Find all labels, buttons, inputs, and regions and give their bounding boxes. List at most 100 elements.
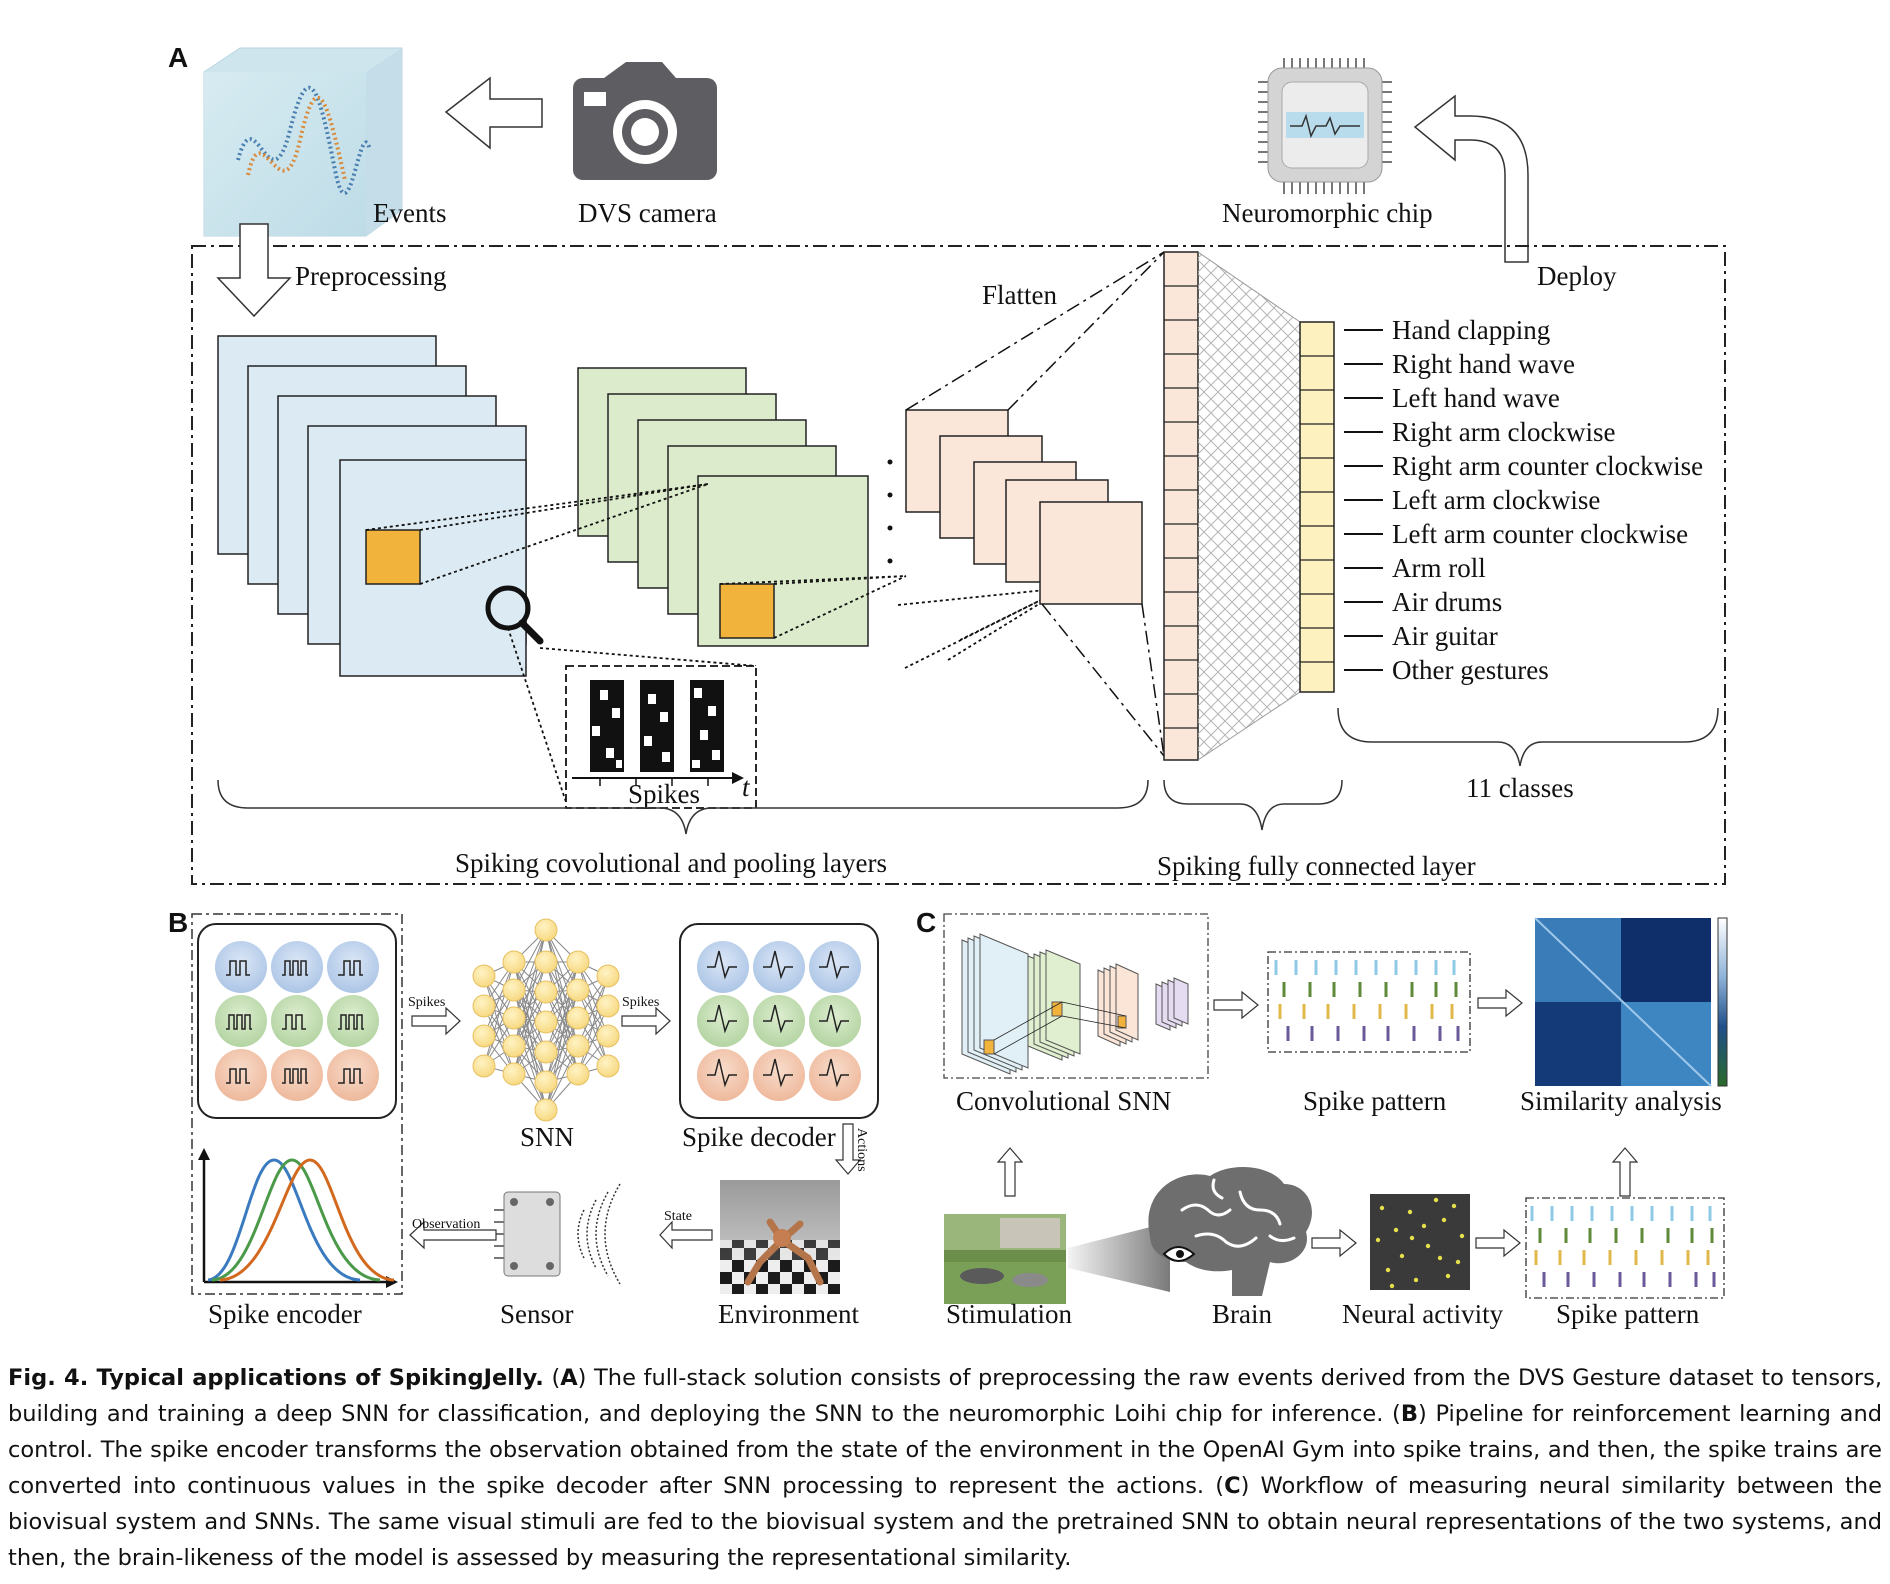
visual-cone bbox=[1068, 1222, 1170, 1292]
snn-synapse bbox=[577, 961, 609, 1037]
deploy-arrow-icon bbox=[1413, 94, 1529, 263]
class-label: Other gestures bbox=[1392, 655, 1549, 685]
activity-dot bbox=[1433, 1197, 1439, 1203]
snn-neuron bbox=[534, 1070, 558, 1094]
snn-neuron bbox=[534, 1010, 558, 1034]
activity-dot bbox=[1379, 1205, 1385, 1211]
snn-synapse bbox=[513, 961, 547, 1053]
activity-dot bbox=[1407, 1209, 1413, 1215]
hidden-feature-maps bbox=[577, 367, 869, 647]
environment-label: Environment bbox=[718, 1299, 859, 1329]
spike-raster-inset bbox=[565, 665, 757, 809]
state-arrow-label: State bbox=[664, 1209, 692, 1224]
activity-dot bbox=[1455, 1259, 1461, 1265]
snn-synapse bbox=[513, 991, 547, 1075]
snn-synapse bbox=[577, 975, 609, 1047]
caption-c-letter: C bbox=[1224, 1473, 1241, 1499]
spike-encoder-neurons bbox=[197, 923, 397, 1119]
caption-title: Fig. 4. Typical applications of SpikingJ… bbox=[8, 1365, 544, 1391]
activity-dot bbox=[1375, 1237, 1381, 1243]
fc-edge-lines bbox=[1197, 251, 1301, 761]
conv-layers-label: Spiking covolutional and pooling layers bbox=[455, 848, 887, 878]
figure-4: A Events DVS camera Neuromorphic chip bbox=[168, 42, 1728, 1329]
stimulation-up-arrow-icon bbox=[996, 1147, 1024, 1197]
events-label: Events bbox=[373, 198, 447, 228]
fc-layer-label: Spiking fully connected layer bbox=[1157, 851, 1476, 881]
activity-dot bbox=[1413, 1277, 1419, 1283]
snn-neuron bbox=[502, 1006, 526, 1030]
pattern-to-similarity-arrow-icon bbox=[1477, 988, 1523, 1018]
snn-synapse bbox=[513, 989, 547, 1083]
similarity-label: Similarity analysis bbox=[1520, 1086, 1722, 1116]
snn-synapse bbox=[545, 929, 579, 1019]
fully-connected-weights bbox=[1198, 252, 1300, 760]
snn-synapse bbox=[483, 975, 515, 1075]
state-arrow-icon bbox=[659, 1220, 713, 1250]
snn-synapse bbox=[545, 1017, 579, 1111]
activity-dot bbox=[1393, 1227, 1399, 1233]
class-label: Right hand wave bbox=[1392, 349, 1575, 379]
conv-kernel bbox=[365, 529, 421, 585]
snn-synapse bbox=[545, 1045, 579, 1111]
deploy-label: Deploy bbox=[1537, 261, 1617, 291]
snn-synapse bbox=[483, 989, 515, 1067]
conv-snn-label: Convolutional SNN bbox=[956, 1086, 1171, 1116]
neuromorphic-chip-icon bbox=[1258, 58, 1392, 194]
spike-decoder-neurons bbox=[679, 923, 879, 1119]
snn-neuron bbox=[502, 1034, 526, 1058]
camera-label: DVS camera bbox=[578, 198, 717, 228]
snn-neuron bbox=[566, 978, 590, 1002]
environment-image bbox=[720, 1180, 840, 1294]
encoder-frame bbox=[191, 913, 403, 1295]
caption-c-text: ) Workflow of measuring neural similarit… bbox=[8, 1473, 1882, 1571]
activity-dot bbox=[1385, 1267, 1391, 1273]
caption-b-letter: B bbox=[1400, 1401, 1418, 1427]
snn-neuron bbox=[534, 980, 558, 1004]
classes-count-label: 11 classes bbox=[1466, 773, 1574, 803]
flatten-label: Flatten bbox=[982, 280, 1057, 310]
activity-dot bbox=[1451, 1203, 1457, 1209]
class-label: Air guitar bbox=[1392, 621, 1498, 651]
similarity-matrix bbox=[1534, 917, 1728, 1087]
panel-a-letter: A bbox=[168, 42, 188, 73]
brain-icon bbox=[1148, 1166, 1312, 1296]
snn-neuron bbox=[566, 1034, 590, 1058]
snn-neuron bbox=[502, 950, 526, 974]
figure-caption: Fig. 4. Typical applications of SpikingJ… bbox=[8, 1365, 1883, 1571]
snn-neuron bbox=[566, 950, 590, 974]
preprocessing-arrow-icon bbox=[216, 223, 292, 318]
brain-label: Brain bbox=[1212, 1299, 1272, 1329]
class-label: Left arm clockwise bbox=[1392, 485, 1600, 515]
snn-synapse bbox=[513, 929, 547, 1019]
neural-activity-label: Neural activity bbox=[1342, 1299, 1504, 1329]
snn-synapse bbox=[483, 961, 515, 1067]
class-label: Left hand wave bbox=[1392, 383, 1560, 413]
snn-neuron bbox=[534, 918, 558, 942]
spike-pattern-bottom bbox=[1525, 1197, 1725, 1299]
snn-neuron bbox=[534, 1098, 558, 1122]
observation-arrow-label: Observation bbox=[412, 1217, 480, 1232]
activity-dot bbox=[1421, 1223, 1427, 1229]
snn-neuron bbox=[596, 994, 620, 1018]
receptive-field-lines bbox=[365, 483, 1066, 803]
class-label: Right arm counter clockwise bbox=[1392, 451, 1703, 481]
activity-dot bbox=[1425, 1243, 1431, 1249]
encoder-tuning-curves bbox=[198, 1148, 398, 1288]
spikes-arrow-2-icon bbox=[621, 1006, 671, 1036]
brain-to-activity-arrow-icon bbox=[1311, 1228, 1357, 1258]
pooled-feature-maps bbox=[905, 409, 1143, 605]
activity-dot bbox=[1437, 1255, 1443, 1261]
conv-kernel-2 bbox=[719, 583, 775, 639]
snn-neuron bbox=[472, 1054, 496, 1078]
snn-synapse bbox=[545, 961, 579, 1053]
snn-label: SNN bbox=[520, 1122, 574, 1152]
snn-synapse bbox=[577, 961, 609, 1067]
snn-synapse bbox=[483, 1005, 515, 1075]
spikes-arrow-1-icon bbox=[411, 1006, 461, 1036]
spikes-arrow-2-label: Spikes bbox=[622, 995, 659, 1010]
caption-b-text: ) Pipeline for reinforcement learning an… bbox=[8, 1401, 1882, 1499]
spike-decoder-label: Spike decoder bbox=[682, 1122, 836, 1152]
snn-neuron bbox=[472, 964, 496, 988]
actions-arrow-label: Actions bbox=[854, 1128, 869, 1172]
